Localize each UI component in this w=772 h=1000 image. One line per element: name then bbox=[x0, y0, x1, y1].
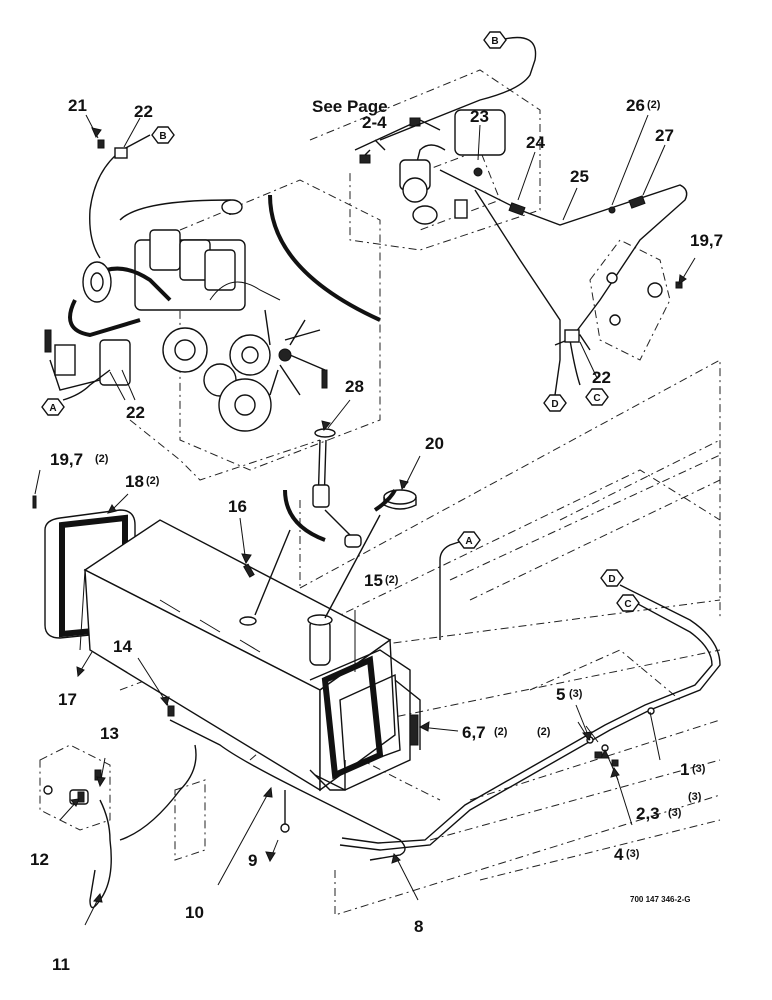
callout-17: 17 bbox=[58, 690, 77, 709]
callout-22-top: 22 bbox=[134, 102, 153, 121]
callout-24: 24 bbox=[526, 133, 545, 152]
arrowheads bbox=[70, 127, 687, 903]
fuel-hose-upper-2 bbox=[474, 189, 561, 396]
callout-9: 9 bbox=[248, 851, 257, 870]
connector-d-lower: D bbox=[600, 569, 624, 587]
return-line-top bbox=[379, 36, 537, 141]
callout-14: 14 bbox=[113, 637, 132, 656]
svg-text:D: D bbox=[551, 399, 558, 410]
connector-c-lower: C bbox=[616, 594, 640, 612]
svg-text:B: B bbox=[159, 131, 166, 142]
callout-20: 20 bbox=[425, 434, 444, 453]
callout-19-left-qty: (2) bbox=[95, 453, 109, 465]
callout-5-qty: (3) bbox=[569, 688, 583, 700]
callout-25: 25 bbox=[570, 167, 589, 186]
fuel-line-11 bbox=[89, 799, 112, 909]
see-page-line2: 2-4 bbox=[362, 113, 387, 132]
callout-21: 21 bbox=[68, 96, 87, 115]
fuel-lines-cd bbox=[339, 584, 721, 851]
svg-text:B: B bbox=[491, 36, 498, 47]
callout-5: 5 bbox=[556, 685, 565, 704]
callout-2-3-qty-top: (3) bbox=[688, 791, 702, 803]
connector-a-tank: A bbox=[457, 531, 481, 549]
callout-27: 27 bbox=[655, 126, 674, 145]
tank-support-bracket-right bbox=[554, 239, 671, 361]
callout-23: 23 bbox=[470, 107, 489, 126]
callout-18-qty: (2) bbox=[146, 475, 160, 487]
svg-text:D: D bbox=[608, 574, 615, 585]
svg-text:A: A bbox=[465, 536, 472, 547]
callout-19-right: 19,7 bbox=[690, 231, 723, 250]
bolt-16 bbox=[243, 563, 255, 578]
callout-4: 4 bbox=[614, 845, 624, 864]
clip-22-right bbox=[564, 329, 580, 343]
callout-2-3: 2,3 bbox=[636, 804, 660, 823]
callout-1-qty: (3) bbox=[692, 763, 706, 775]
callout-15-qty: (2) bbox=[385, 574, 399, 586]
callout-26: 26 bbox=[626, 96, 645, 115]
connector-a-left: A bbox=[41, 398, 65, 416]
engine-cover-arc bbox=[268, 194, 381, 322]
fitting-12-13 bbox=[39, 744, 111, 831]
callout-18: 18 bbox=[125, 472, 144, 491]
callout-22-right: 22 bbox=[592, 368, 611, 387]
svg-text:C: C bbox=[593, 393, 600, 404]
svg-text:A: A bbox=[49, 403, 56, 414]
see-page-line1: See Page bbox=[312, 97, 388, 116]
callout-10: 10 bbox=[185, 903, 204, 922]
callout-4-qty: (3) bbox=[626, 848, 640, 860]
engine-assembly bbox=[44, 179, 381, 481]
callout-8: 8 bbox=[414, 917, 423, 936]
callout-6-7: 6,7 bbox=[462, 723, 486, 742]
callout-15: 15 bbox=[364, 571, 383, 590]
callout-13: 13 bbox=[100, 724, 119, 743]
callout-12: 12 bbox=[30, 850, 49, 869]
connector-b-left: B bbox=[151, 126, 175, 144]
bolt-19-left bbox=[32, 495, 37, 509]
callout-6-7-qty: (2) bbox=[494, 726, 508, 738]
callout-22-engine: 22 bbox=[126, 403, 145, 422]
fuel-line-upper-left bbox=[89, 134, 151, 259]
connector-d-upper: D bbox=[543, 394, 567, 412]
connector-c-upper: C bbox=[585, 388, 609, 406]
callout-19-left: 19,7 bbox=[50, 450, 83, 469]
drawing-number: 700 147 346-2-G bbox=[630, 895, 691, 904]
callout-2-3-qty: (3) bbox=[668, 807, 682, 819]
callouts: 21 22 22 22 See Page 2-4 23 24 25 26 (2)… bbox=[30, 96, 723, 974]
sender-zoom-arc-left bbox=[283, 489, 326, 542]
callout-1: 1 bbox=[680, 760, 689, 779]
fuel-hose-upper bbox=[439, 169, 688, 341]
sender-zoom-arc-right bbox=[373, 489, 397, 512]
fuel-filter-assembly bbox=[309, 69, 541, 251]
svg-text:C: C bbox=[624, 599, 631, 610]
fuel-line-8 bbox=[169, 719, 406, 861]
callout-6-7-qty2: (2) bbox=[537, 726, 551, 738]
fuel-sender-28 bbox=[312, 428, 362, 548]
callout-11: 11 bbox=[52, 955, 70, 974]
callout-16: 16 bbox=[228, 497, 247, 516]
callout-26-qty: (2) bbox=[647, 99, 661, 111]
fuel-line-a bbox=[439, 539, 466, 640]
callout-28: 28 bbox=[345, 377, 364, 396]
connector-b-top: B bbox=[483, 31, 507, 49]
chassis-frame bbox=[119, 359, 721, 916]
